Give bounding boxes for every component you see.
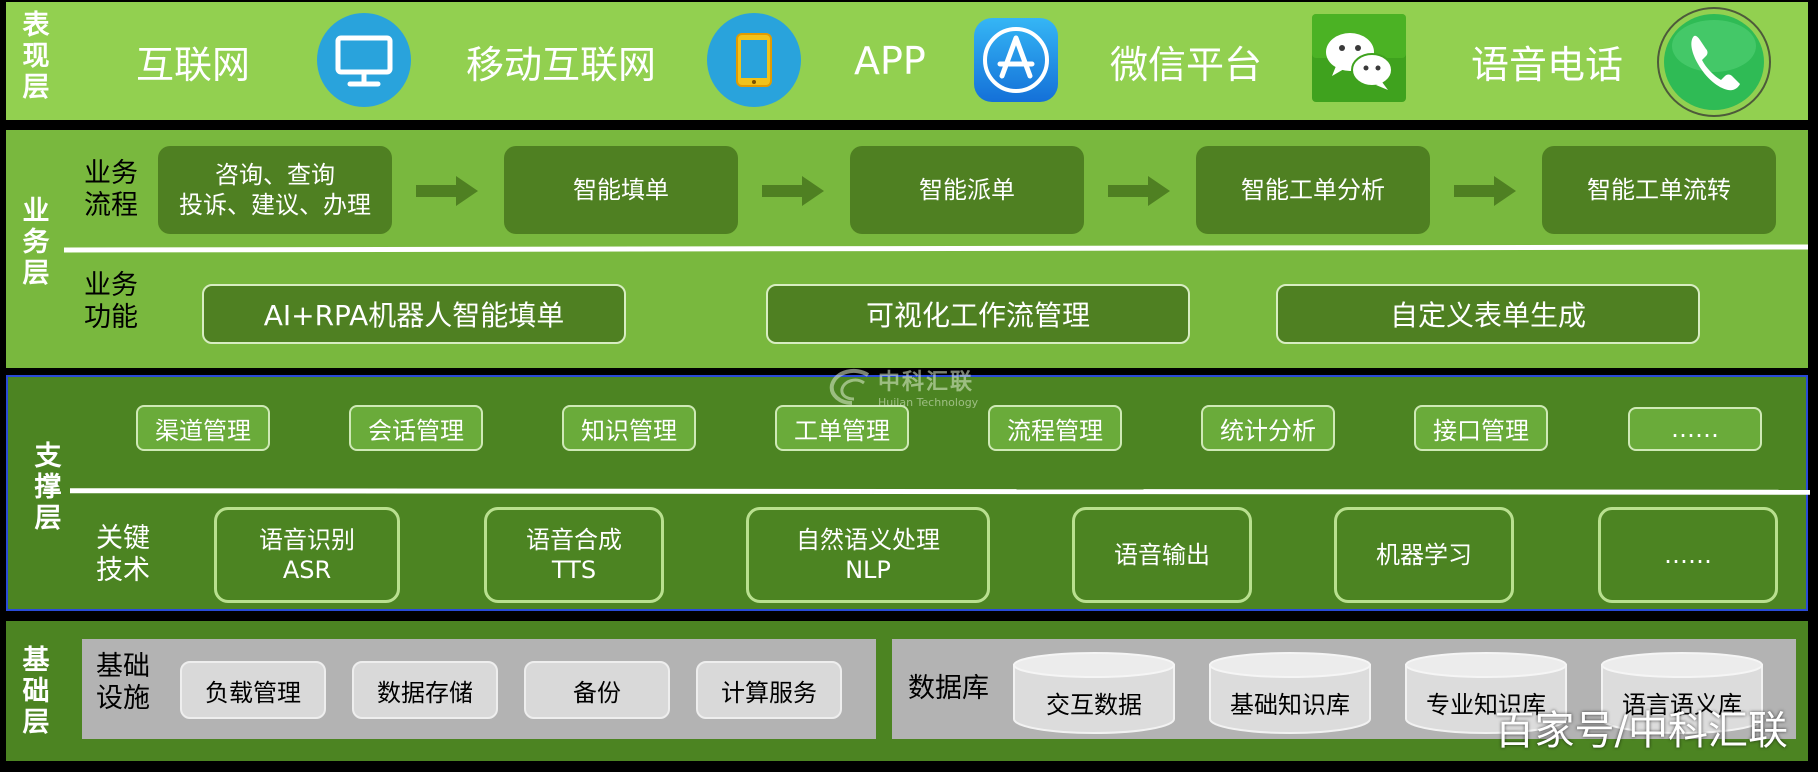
- infrastructure-layer-label: 基 础 层: [22, 645, 50, 738]
- arrow-right-icon: [1454, 176, 1516, 206]
- tech-voice-output: 语音输出: [1072, 507, 1252, 603]
- facility-compute: 计算服务: [696, 661, 842, 719]
- facility-label: 基础 设施: [96, 651, 150, 714]
- database-cylinder-icon: [1405, 652, 1567, 734]
- huilan-logo-icon: [829, 368, 870, 405]
- source-credit: 百家号/中科汇联: [1494, 708, 1788, 754]
- db-professional-knowledge-label: 专业知识库: [1426, 691, 1546, 719]
- arrow-right-icon: [1108, 176, 1170, 206]
- tech-tts-name: 语音合成: [526, 526, 622, 554]
- channel-mobile-internet: 移动互联网: [466, 2, 656, 120]
- facility-data-storage: 数据存储: [352, 661, 498, 719]
- tech-asr-abbr: ASR: [282, 556, 332, 584]
- tech-tts: 语音合成 TTS: [484, 507, 664, 603]
- mgmt-knowledge: 知识管理: [562, 405, 696, 451]
- mgmt-statistics: 统计分析: [1201, 405, 1335, 451]
- tech-voice-output-name: 语音输出: [1114, 541, 1210, 569]
- facility-load-balancing: 负载管理: [180, 661, 326, 719]
- presentation-layer-label: 表 现 层: [22, 10, 50, 103]
- function-custom-form: 自定义表单生成: [1276, 284, 1700, 344]
- key-tech-label: 关键 技术: [96, 523, 150, 586]
- business-layer-label: 业 务 层: [22, 196, 50, 289]
- db-interaction-data: 交互数据: [1012, 651, 1176, 735]
- channel-internet-label: 互联网: [136, 42, 251, 87]
- database-cylinder-icon: [1013, 652, 1175, 734]
- tech-machine-learning: 机器学习: [1334, 507, 1514, 603]
- mgmt-session: 会话管理: [349, 405, 483, 451]
- channel-wechat-label: 微信平台: [1110, 42, 1263, 87]
- mgmt-process: 流程管理: [988, 405, 1122, 451]
- tech-nlp-abbr: NLP: [845, 556, 891, 584]
- db-interaction-data-label: 交互数据: [1046, 691, 1142, 719]
- channel-voice-call: 语音电话: [1471, 2, 1623, 120]
- arrow-right-icon: [762, 176, 824, 206]
- watermark-logo: 中科汇联 Huilan Technology: [828, 364, 978, 409]
- facility-backup: 备份: [524, 661, 670, 719]
- channel-app: APP: [854, 2, 926, 120]
- tech-more: ……: [1598, 507, 1778, 603]
- phone-icon: [1657, 7, 1771, 117]
- process-step-ticket-flow: 智能工单流转: [1542, 146, 1776, 234]
- app-store-icon: [974, 18, 1058, 102]
- db-language-semantics: 语言语义库: [1600, 651, 1764, 735]
- mgmt-ticket: 工单管理: [775, 405, 909, 451]
- tech-more-name: ……: [1664, 541, 1712, 569]
- db-basic-knowledge-label: 基础知识库: [1230, 691, 1350, 719]
- function-visual-workflow: 可视化工作流管理: [766, 284, 1190, 344]
- watermark-cn: 中科汇联: [878, 370, 975, 395]
- watermark-en: Huilan Technology: [878, 396, 979, 409]
- channel-app-label: APP: [854, 39, 926, 83]
- db-language-semantics-label: 语言语义库: [1622, 691, 1742, 719]
- tablet-icon: [707, 13, 801, 107]
- tech-asr: 语音识别 ASR: [214, 507, 400, 603]
- business-divider: [63, 244, 1809, 253]
- presentation-layer: 表 现 层 互联网 移动互联网 APP 微信平台: [6, 2, 1808, 120]
- tech-nlp: 自然语义处理 NLP: [746, 507, 990, 603]
- mgmt-interface: 接口管理: [1414, 405, 1548, 451]
- channel-wechat: 微信平台: [1110, 2, 1262, 120]
- business-function-label: 业务 功能: [84, 270, 138, 333]
- support-layer: 支 撑 层 渠道管理 会话管理 知识管理 工单管理 流程管理 统计分析 接口管理…: [6, 375, 1811, 611]
- mgmt-channel: 渠道管理: [136, 405, 270, 451]
- process-step-ticket-analysis: 智能工单分析: [1196, 146, 1430, 234]
- infrastructure-layer: 基 础 层 基础 设施 负载管理 数据存储 备份 计算服务 数据库 交互数据 基…: [6, 621, 1808, 761]
- database-cylinder-icon: [1209, 652, 1371, 734]
- function-ai-rpa: AI+RPA机器人智能填单: [202, 284, 626, 344]
- channel-voice-call-label: 语音电话: [1471, 42, 1624, 87]
- business-process-label: 业务 流程: [84, 158, 138, 221]
- channel-internet: 互联网: [136, 2, 250, 120]
- process-step-inquiry: 咨询、查询 投诉、建议、办理: [158, 146, 392, 234]
- tech-machine-learning-name: 机器学习: [1376, 541, 1472, 569]
- wechat-icon: [1312, 14, 1406, 102]
- tech-asr-name: 语音识别: [259, 526, 355, 554]
- arrow-right-icon: [416, 176, 478, 206]
- mgmt-more: ……: [1628, 407, 1762, 451]
- tech-nlp-name: 自然语义处理: [796, 526, 940, 554]
- db-professional-knowledge: 专业知识库: [1404, 651, 1568, 735]
- monitor-icon: [317, 13, 411, 107]
- db-basic-knowledge: 基础知识库: [1208, 651, 1372, 735]
- process-step-smart-fill: 智能填单: [504, 146, 738, 234]
- channel-mobile-internet-label: 移动互联网: [466, 42, 657, 87]
- database-cylinder-icon: [1601, 652, 1763, 734]
- process-step-smart-dispatch: 智能派单: [850, 146, 1084, 234]
- tech-tts-abbr: TTS: [551, 556, 597, 584]
- business-layer: 业 务 层 业务 流程 咨询、查询 投诉、建议、办理 智能填单 智能派单 智能工…: [6, 130, 1809, 368]
- support-divider: [69, 488, 1811, 495]
- support-layer-label: 支 撑 层: [34, 441, 62, 534]
- database-label: 数据库: [908, 673, 989, 704]
